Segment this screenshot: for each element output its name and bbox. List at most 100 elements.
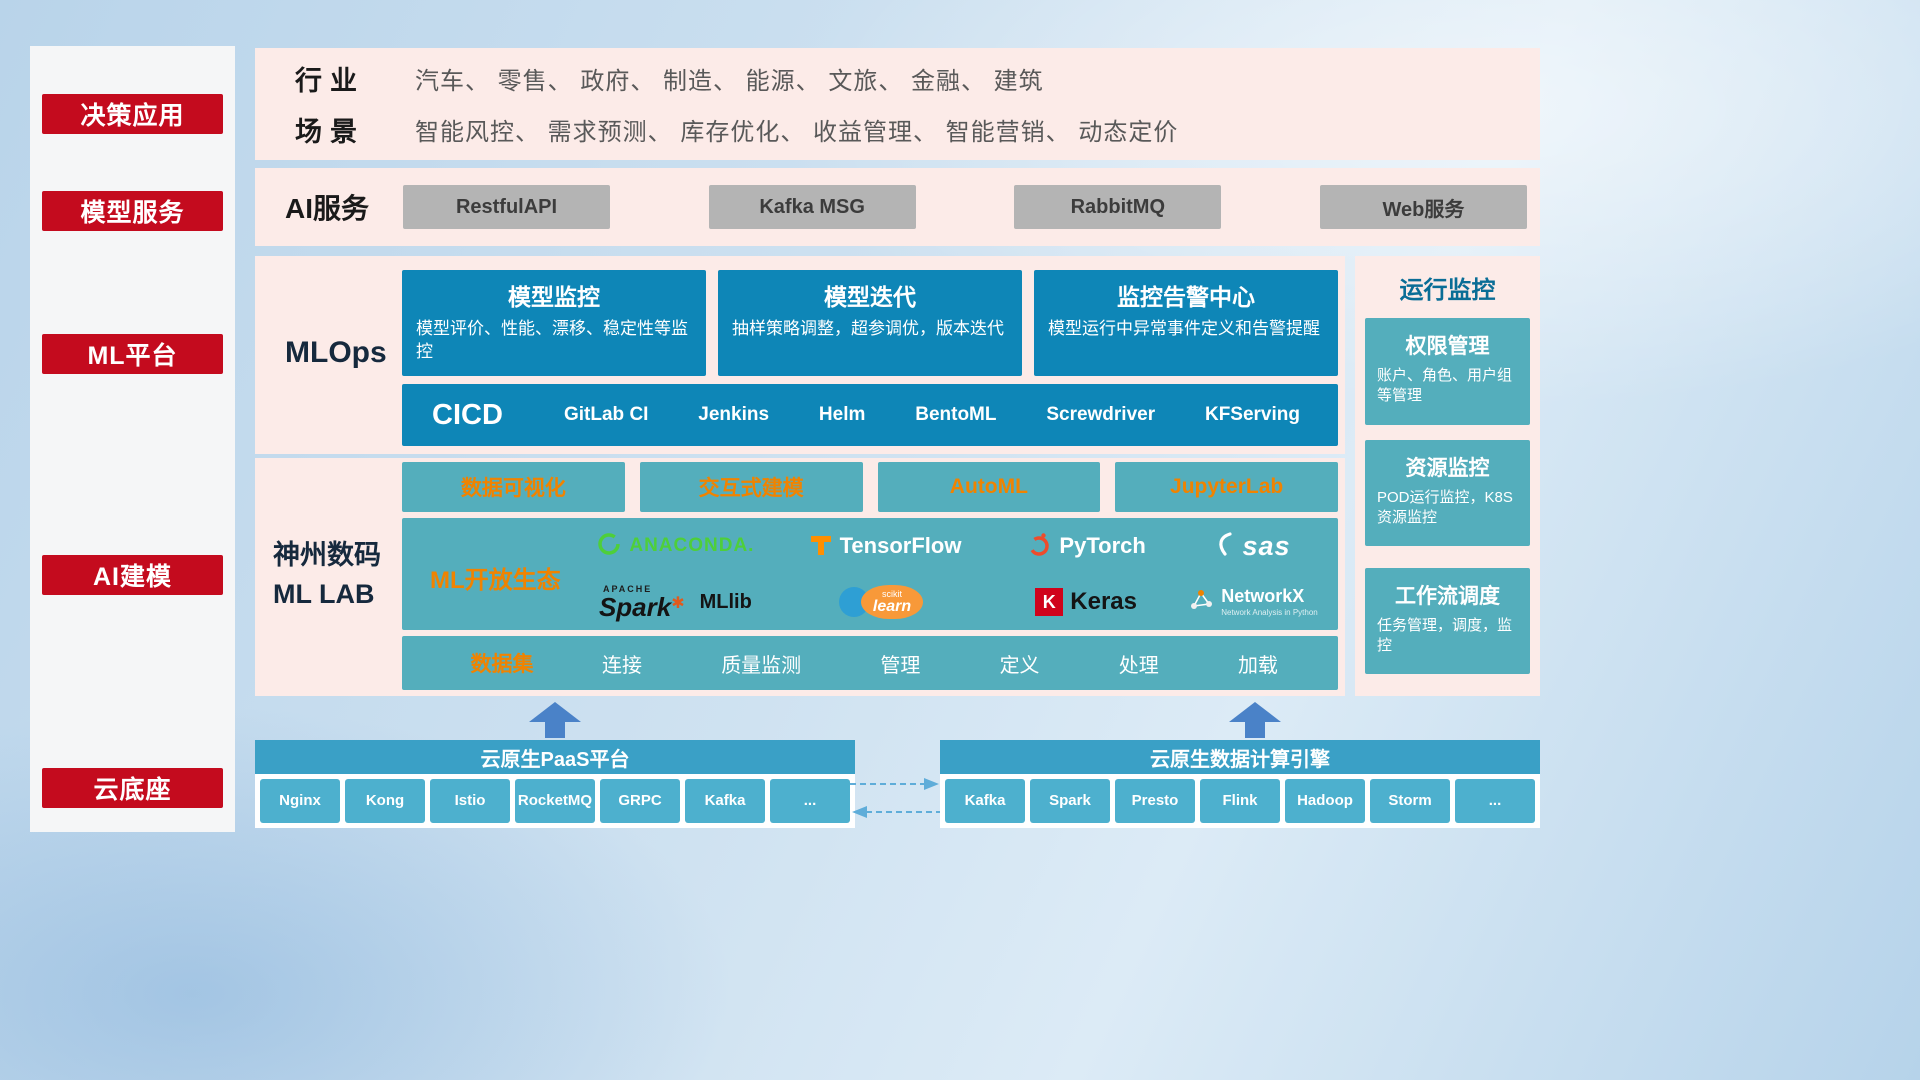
card-desc: 账户、角色、用户组等管理 <box>1377 367 1513 405</box>
sidebar-item-ml-platform: ML平台 <box>42 334 223 374</box>
pytorch-icon <box>1026 530 1052 563</box>
dashed-exchange-arrows <box>850 778 942 818</box>
sidebar-item-ai-modeling: AI建模 <box>42 555 223 595</box>
industry-row: 行业 汽车、 零售、 政府、 制造、 能源、 文旅、 金融、 建筑 <box>295 59 1540 98</box>
data-engine-items: Kafka Spark Presto Flink Hadoop Storm ..… <box>940 774 1540 828</box>
industry-scenario-band: 行业 汽车、 零售、 政府、 制造、 能源、 文旅、 金融、 建筑 场景 智能风… <box>255 48 1540 160</box>
sas-wordmark: sas <box>1242 530 1291 561</box>
alert-center-card: 监控告警中心 模型运行中异常事件定义和告警提醒 <box>1034 270 1338 376</box>
data-engine-panel: 云原生数据计算引擎 Kafka Spark Presto Flink Hadoo… <box>940 740 1540 828</box>
mllab-label: 神州数码 ML LAB <box>273 536 381 614</box>
spark-wordmark: Spark✱ <box>598 591 685 622</box>
dataset-manage: 管理 <box>880 654 921 677</box>
ecosystem-logo-grid: ANACONDA. TensorFlow PyTorch <box>577 518 1330 630</box>
scenario-list: 智能风控、 需求预测、 库存优化、 收益管理、 智能营销、 动态定价 <box>415 118 1179 146</box>
ai-service-band: AI服务 RestfulAPI Kafka MSG RabbitMQ Web服务 <box>255 168 1540 246</box>
nginx-block: Nginx <box>260 779 340 823</box>
rocketmq-block: RocketMQ <box>515 779 595 823</box>
restful-api-block: RestfulAPI <box>403 185 610 229</box>
dataset-bar: 数据集 连接 质量监测 管理 定义 处理 加载 <box>402 636 1338 690</box>
cicd-items: GitLab CI Jenkins Helm BentoML Screwdriv… <box>564 404 1308 426</box>
scikit-learn-logo: scikit learn <box>774 584 996 620</box>
dataset-label: 数据集 <box>470 653 534 676</box>
bentoml-item: BentoML <box>915 404 997 425</box>
apache-text: APACHE <box>602 583 653 594</box>
sas-logo: sas <box>1176 531 1330 562</box>
card-desc: 模型运行中异常事件定义和告警提醒 <box>1048 319 1320 338</box>
storm-block: Storm <box>1370 779 1450 823</box>
ml-ecosystem-box: ML开放生态 ANACONDA. TensorFlow <box>402 518 1338 630</box>
anaconda-icon <box>596 531 622 562</box>
tensorflow-wordmark: TensorFlow <box>839 533 962 558</box>
data-visualization-chip: 数据可视化 <box>402 462 625 512</box>
anaconda-wordmark: ANACONDA. <box>629 535 755 556</box>
sidebar-item-decision-apps: 决策应用 <box>42 94 223 134</box>
mllab-label-line2: ML LAB <box>273 579 375 610</box>
gitlab-ci-item: GitLab CI <box>564 404 649 425</box>
paas-platform-panel: 云原生PaaS平台 Nginx Kong Istio RocketMQ GRPC… <box>255 740 855 828</box>
kafka-block: Kafka <box>685 779 765 823</box>
spark-wordmark-group: APACHE Spark✱ <box>598 583 685 622</box>
model-monitoring-card: 模型监控 模型评价、性能、漂移、稳定性等监控 <box>402 270 706 376</box>
networkx-logo: NetworkX Network Analysis in Python <box>1176 586 1330 617</box>
data-engine-title: 云原生数据计算引擎 <box>940 740 1540 774</box>
card-desc: POD运行监控，K8S资源监控 <box>1377 489 1513 527</box>
keras-k-icon: K <box>1035 588 1064 616</box>
sidebar-item-cloud-base: 云底座 <box>42 768 223 808</box>
paas-platform-items: Nginx Kong Istio RocketMQ GRPC Kafka ... <box>255 774 855 828</box>
dataset-load: 加载 <box>1237 654 1278 677</box>
runtime-monitor-title: 运行监控 <box>1399 277 1496 304</box>
scenario-label: 场景 <box>295 116 365 147</box>
kafka-msg-block: Kafka MSG <box>708 185 916 229</box>
workflow-scheduling-card: 工作流调度 任务管理，调度，监控 <box>1365 568 1530 674</box>
kong-block: Kong <box>345 779 425 823</box>
jenkins-item: Jenkins <box>698 404 770 425</box>
tensorflow-icon <box>809 531 833 562</box>
anaconda-logo: ANACONDA. <box>577 531 774 562</box>
scikit-learn-icon: scikit learn <box>839 584 931 620</box>
resource-monitoring-card: 资源监控 POD运行监控，K8S资源监控 <box>1365 440 1530 546</box>
pytorch-wordmark: PyTorch <box>1059 533 1146 558</box>
scikit-learn-text: learn <box>872 597 912 615</box>
grpc-block: GRPC <box>600 779 680 823</box>
kafka-engine-block: Kafka <box>945 779 1025 823</box>
mllab-feature-buttons: 数据可视化 交互式建模 AutoML JupyterLab <box>402 462 1338 512</box>
scikit-top-text: scikit <box>882 588 903 599</box>
cicd-bar: CICD GitLab CI Jenkins Helm BentoML Scre… <box>402 384 1338 446</box>
paas-platform-title: 云原生PaaS平台 <box>255 740 855 774</box>
scikit-orange-blob: scikit learn <box>861 585 924 619</box>
mllab-label-line1: 神州数码 <box>273 540 381 570</box>
sas-icon <box>1215 531 1235 562</box>
istio-block: Istio <box>430 779 510 823</box>
automl-chip: AutoML <box>877 462 1101 512</box>
card-title: 权限管理 <box>1405 335 1490 358</box>
dataset-quality: 质量监测 <box>721 654 802 677</box>
card-title: 模型监控 <box>508 284 600 310</box>
kfserving-item: KFServing <box>1204 404 1300 425</box>
pytorch-logo: PyTorch <box>996 530 1176 563</box>
mllib-wordmark: MLlib <box>699 590 752 613</box>
flink-block: Flink <box>1200 779 1280 823</box>
card-title: 资源监控 <box>1405 457 1490 480</box>
networkx-tagline: Network Analysis in Python <box>1221 608 1318 617</box>
card-title: 模型迭代 <box>824 284 916 310</box>
spark-engine-block: Spark <box>1030 779 1110 823</box>
screwdriver-item: Screwdriver <box>1046 404 1156 425</box>
ml-ecosystem-label: ML开放生态 <box>430 567 561 594</box>
cicd-label: CICD <box>432 398 503 431</box>
runtime-monitor-panel: 运行监控 权限管理 账户、角色、用户组等管理 资源监控 POD运行监控，K8S资… <box>1355 256 1540 696</box>
industry-label: 行业 <box>295 66 365 97</box>
networkx-wordmark: NetworkX <box>1221 586 1305 607</box>
mlops-band: MLOps 模型监控 模型评价、性能、漂移、稳定性等监控 模型迭代 抽样策略调整… <box>255 256 1345 454</box>
engine-more-block: ... <box>1455 779 1535 823</box>
web-service-block: Web服务 <box>1319 185 1527 229</box>
mlops-label: MLOps <box>285 336 387 369</box>
keras-logo: K Keras <box>996 588 1176 616</box>
keras-wordmark: Keras <box>1070 588 1137 615</box>
scenario-row: 场景 智能风控、 需求预测、 库存优化、 收益管理、 智能营销、 动态定价 <box>295 110 1540 149</box>
permission-management-card: 权限管理 账户、角色、用户组等管理 <box>1365 318 1530 425</box>
networkx-text-group: NetworkX Network Analysis in Python <box>1221 586 1318 617</box>
card-desc: 抽样策略调整，超参调优，版本迭代 <box>732 319 1004 338</box>
presto-block: Presto <box>1115 779 1195 823</box>
tensorflow-logo: TensorFlow <box>774 531 996 562</box>
